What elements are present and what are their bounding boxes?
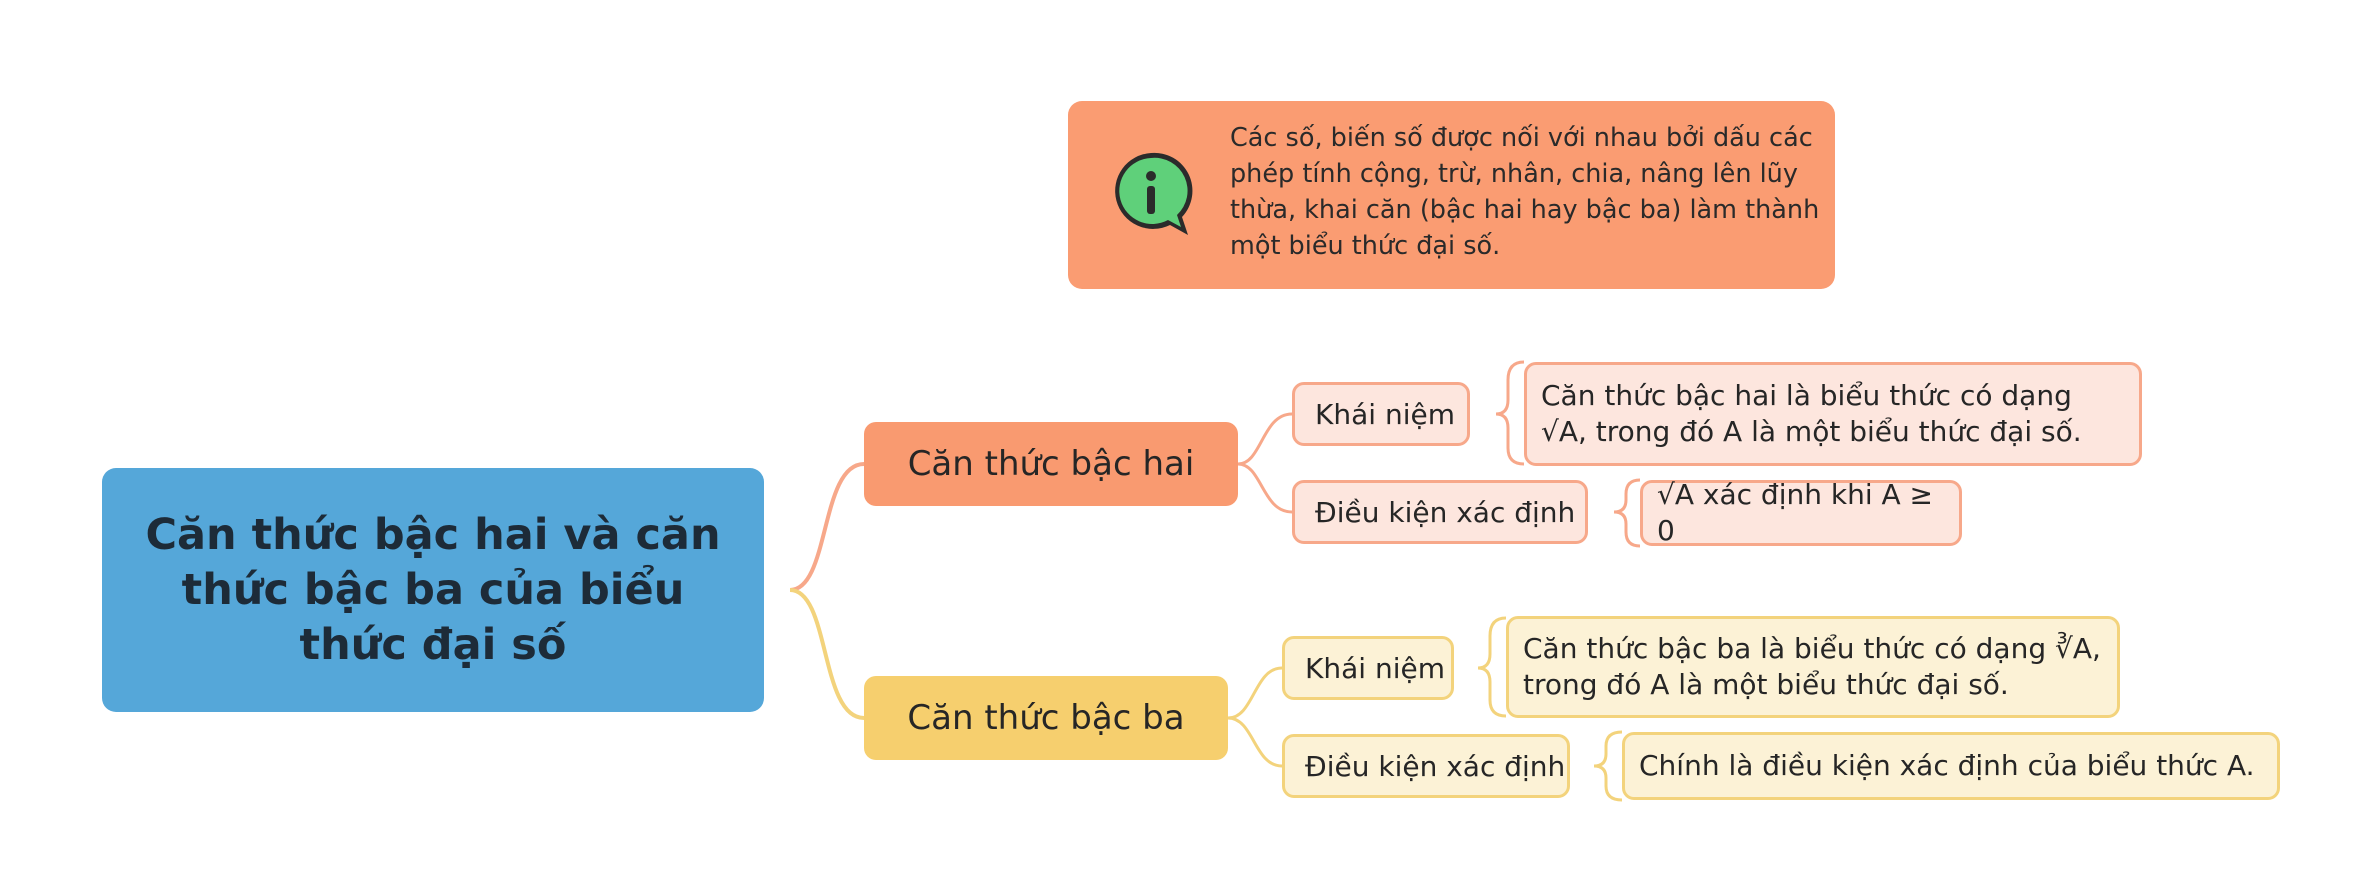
subtopic-dieu-kien-bac-ba[interactable]: Điều kiện xác định — [1282, 734, 1570, 798]
subtopic-khai-niem-bac-ba[interactable]: Khái niệm — [1282, 636, 1454, 700]
leaf-dieu-kien-bac-hai[interactable]: √A xác định khi A ≥ 0 — [1640, 478, 1962, 547]
subtopic-khai-niem-bac-hai[interactable]: Khái niệm — [1292, 382, 1470, 446]
info-speech-bubble-icon — [1108, 149, 1194, 241]
info-note-text: Các số, biến số được nối với nhau bởi dấ… — [1230, 123, 1820, 261]
leaf-dieu-kien-bac-ba[interactable]: Chính là điều kiện xác định của biểu thứ… — [1622, 732, 2280, 800]
branch-can-thuc-bac-ba[interactable]: Căn thức bậc ba — [864, 676, 1228, 760]
subtopic-dieu-kien-bac-hai[interactable]: Điều kiện xác định — [1292, 480, 1588, 544]
branch-can-thuc-bac-hai[interactable]: Căn thức bậc hai — [864, 422, 1238, 506]
leaf-khai-niem-bac-ba[interactable]: Căn thức bậc ba là biểu thức có dạng ∛A,… — [1506, 616, 2120, 718]
leaf-khai-niem-bac-hai[interactable]: Căn thức bậc hai là biểu thức có dạng √A… — [1524, 362, 2142, 466]
root-topic[interactable]: Căn thức bậc hai và căn thức bậc ba của … — [102, 468, 764, 712]
info-note — [1068, 101, 1835, 289]
